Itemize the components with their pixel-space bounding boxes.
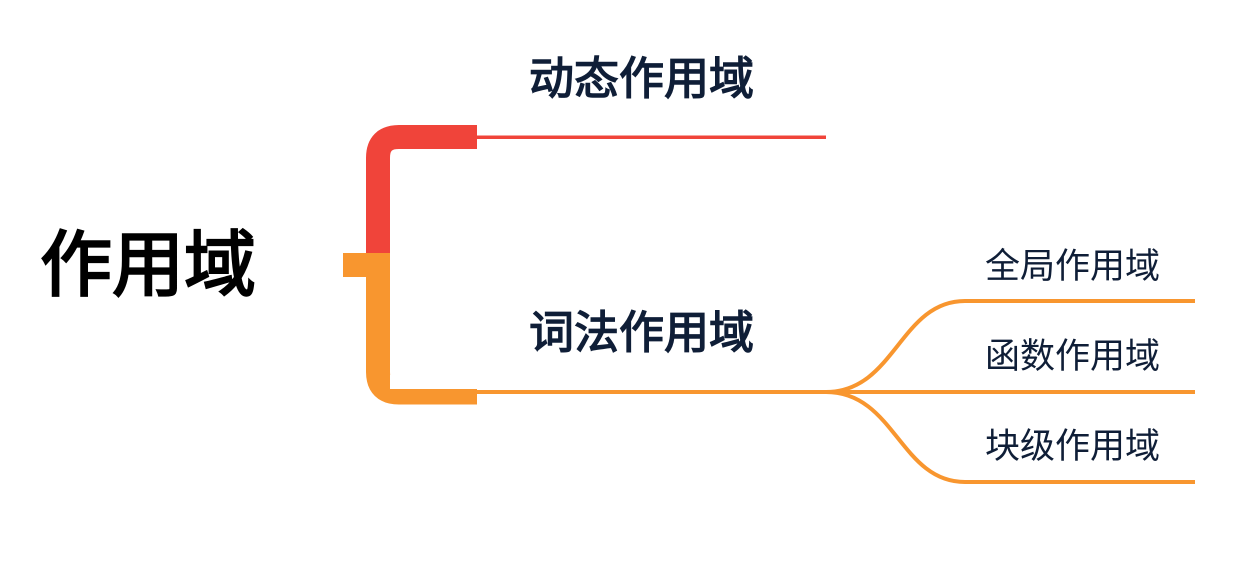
subtopic-function-scope[interactable]: 函数作用域 [985, 337, 1161, 377]
connector-global-scope [825, 299, 1195, 394]
topic-lexical-scope[interactable]: 词法作用域 [529, 306, 755, 359]
connector-block-scope [825, 390, 1195, 484]
mask [390, 375, 480, 389]
subtopic-block-scope[interactable]: 块级作用域 [985, 427, 1161, 467]
connector-lexical-scope [366, 253, 477, 405]
underline-lexical-scope [477, 390, 829, 394]
underline-dynamic-scope [477, 135, 826, 139]
subtopic-global-scope[interactable]: 全局作用域 [985, 247, 1161, 287]
topic-dynamic-scope[interactable]: 动态作用域 [529, 52, 755, 105]
connector-dynamic-scope [366, 125, 477, 254]
root-topic[interactable]: 作用域 [40, 223, 257, 307]
